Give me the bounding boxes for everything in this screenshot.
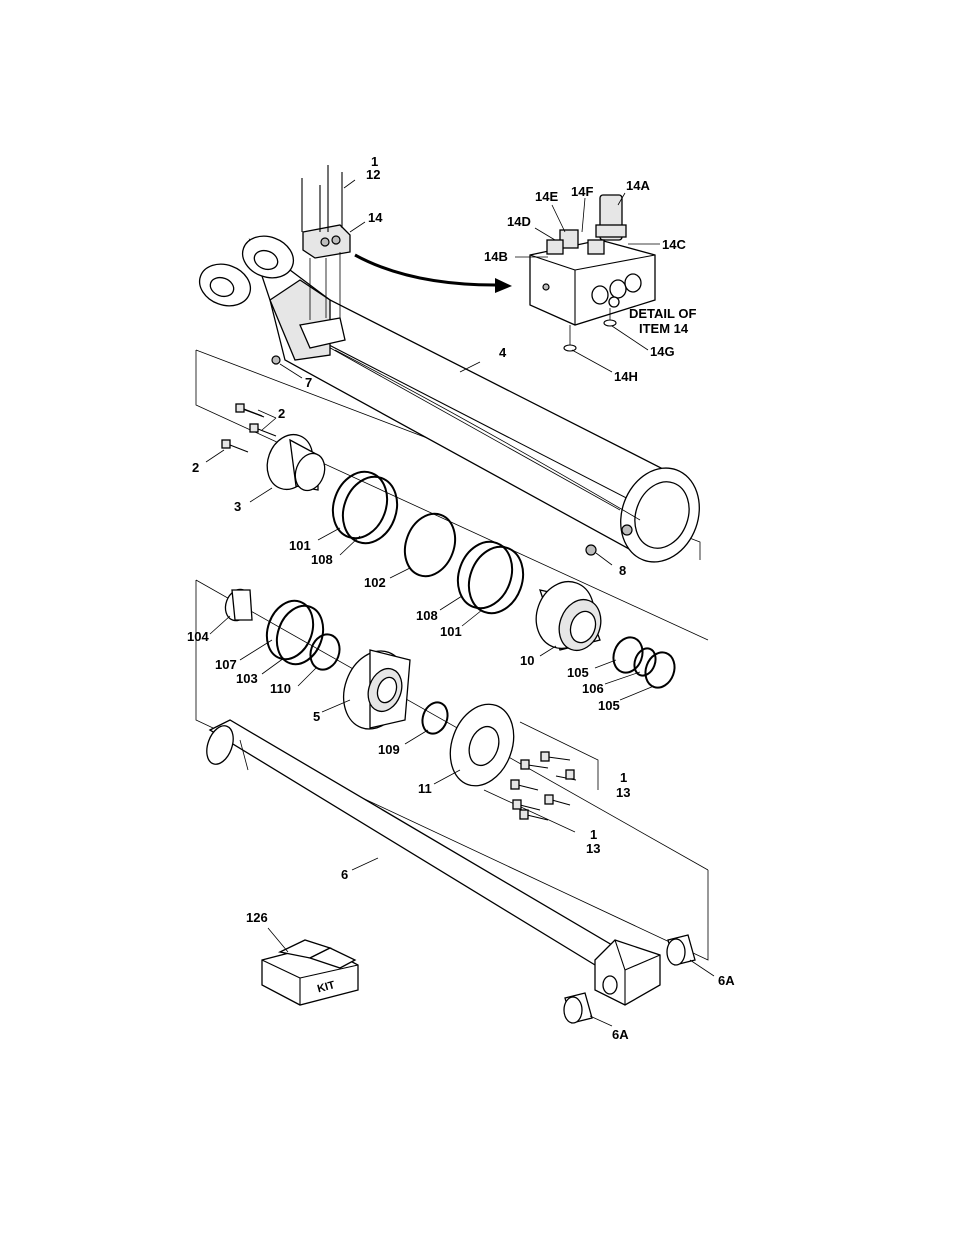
callout-14F: 14F: [571, 184, 593, 199]
manifold-detail: [530, 195, 655, 351]
callout-14D: 14D: [507, 214, 531, 229]
callout-10: 10: [520, 653, 534, 668]
seal-kit-box-item-126: [262, 940, 358, 1005]
callout-101-upper: 101: [289, 538, 311, 553]
callout-1-mid: 1: [620, 770, 627, 785]
fitting-item-8: [586, 545, 596, 555]
callout-110: 110: [270, 681, 291, 696]
callout-1-low: 1: [590, 827, 597, 842]
callout-2-upper: 2: [278, 406, 285, 421]
callout-105-lower: 105: [598, 698, 620, 713]
screws-item-13-lower: [484, 780, 575, 832]
detail-title-line-1: DETAIL OF: [629, 306, 696, 321]
bearing-item-104: [221, 586, 254, 624]
callout-6A-left: 6A: [612, 1027, 629, 1042]
seal-rings-upper: [324, 464, 532, 621]
callout-126: 126: [246, 910, 268, 925]
callout-104: 104: [187, 629, 209, 644]
bushing-item-6A-left: [564, 993, 592, 1023]
callout-6A-right: 6A: [718, 973, 735, 988]
callout-108-lower: 108: [416, 608, 438, 623]
callout-103: 103: [236, 671, 258, 686]
callout-14G: 14G: [650, 344, 675, 359]
callout-108-upper: 108: [311, 552, 333, 567]
callout-107: 107: [215, 657, 237, 672]
callout-109: 109: [378, 742, 400, 757]
callout-8: 8: [619, 563, 626, 578]
callout-7: 7: [305, 375, 312, 390]
callout-6: 6: [341, 867, 348, 882]
screws-item-13-upper: [520, 722, 598, 790]
gland-item-5: [333, 642, 417, 738]
fitting-item-7: [272, 356, 280, 364]
screws-item-2: [222, 404, 276, 452]
piston-item-10: [527, 573, 608, 656]
callout-3: 3: [234, 499, 241, 514]
callout-14E: 14E: [535, 189, 558, 204]
callout-5: 5: [313, 709, 320, 724]
callout-11: 11: [418, 781, 432, 796]
callout-4: 4: [499, 345, 507, 360]
callout-14: 14: [368, 210, 383, 225]
detail-title-line-2: ITEM 14: [639, 321, 689, 336]
callout-13-mid: 13: [616, 785, 630, 800]
callout-14H: 14H: [614, 369, 638, 384]
callout-102: 102: [364, 575, 386, 590]
callout-14B: 14B: [484, 249, 508, 264]
callout-105-upper: 105: [567, 665, 589, 680]
callout-2-lower: 2: [192, 460, 199, 475]
head-cap-item-3: [260, 428, 330, 496]
callout-101-lower: 101: [440, 624, 462, 639]
callout-14A: 14A: [626, 178, 650, 193]
callout-13-low: 13: [586, 841, 600, 856]
ring-item-109: [418, 699, 451, 737]
rings-105-106: [609, 633, 680, 691]
callout-12: 12: [366, 167, 380, 182]
callout-106: 106: [582, 681, 604, 696]
rings-107-103-110: [259, 594, 344, 673]
callout-14C: 14C: [662, 237, 686, 252]
